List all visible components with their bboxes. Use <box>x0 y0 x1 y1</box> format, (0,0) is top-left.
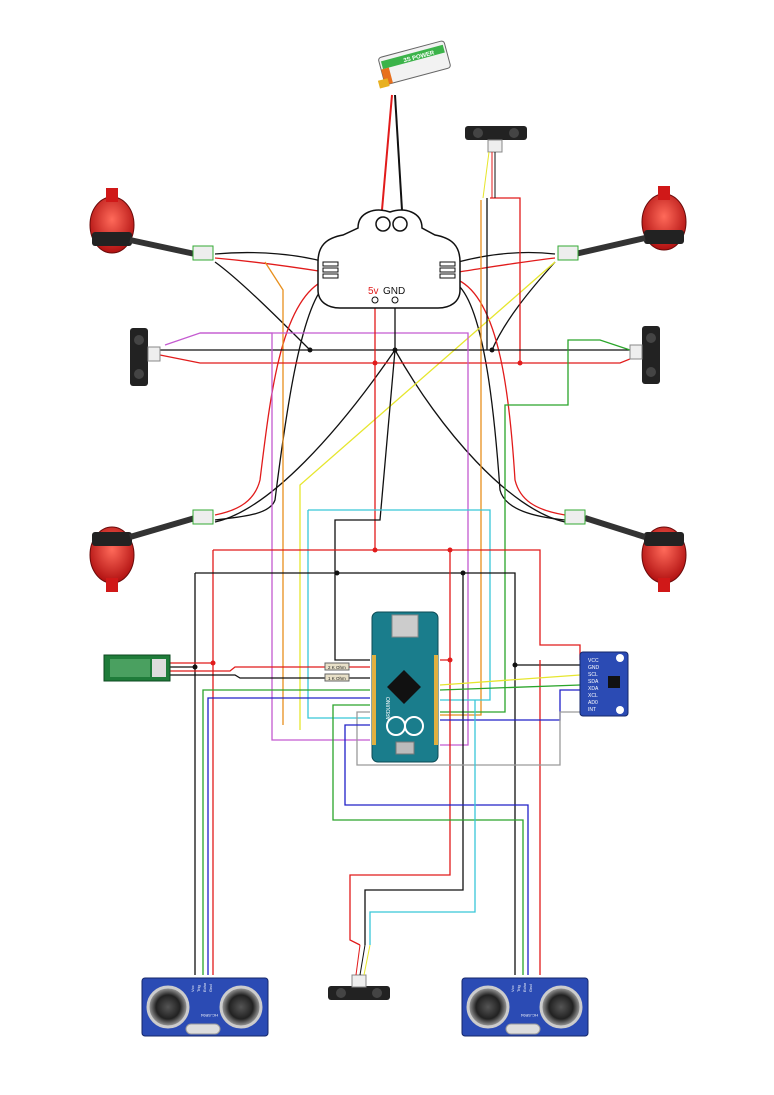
arduino-brand: ARDUINO <box>386 697 392 720</box>
battery-black-wire <box>394 94 403 211</box>
motor-br-wire-red <box>457 279 566 516</box>
sonar-right-pin-echo: Echo <box>522 982 527 992</box>
motor-front-left <box>89 188 214 261</box>
ir-bottom-cyan <box>369 700 476 945</box>
sonar-left-blue <box>207 697 370 975</box>
sonar-left-pin-echo: Echo <box>202 982 207 992</box>
motor-fl-wire-black2 <box>214 261 311 351</box>
motor-br-wire-black <box>457 284 566 521</box>
ir-sensor-bottom <box>328 944 390 1000</box>
cyan-line <box>308 509 491 701</box>
esc-signal-yellow-diag <box>299 261 556 730</box>
ir-sensor-right <box>629 326 660 384</box>
rail-red-down <box>349 660 451 946</box>
sonar-right-pin-vcc: Vcc <box>510 985 515 992</box>
imu-pin-scl: SCL <box>588 672 598 678</box>
motor-bl-wire-black <box>214 284 326 521</box>
esc-front-right <box>557 245 579 261</box>
junction-dot <box>192 664 198 670</box>
junction-dot <box>460 570 466 576</box>
sonar-left-green <box>202 689 370 975</box>
esc-front-left <box>192 245 214 261</box>
imu-pin-sda: SDA <box>588 679 599 685</box>
sonar-right-model: HC-SR04 <box>520 1013 538 1018</box>
junction-dot <box>517 360 523 366</box>
ir-sensor-left <box>130 328 161 386</box>
resistor-1k-label: 1 K Ohm <box>328 676 346 681</box>
cyan-left <box>307 510 370 719</box>
pdb-5v-label: 5v <box>368 286 379 297</box>
resistor-2k-label: 2 K Ohm <box>328 665 346 670</box>
junction-dot <box>334 570 340 576</box>
motor-bl-wire-red <box>214 279 326 516</box>
sonar-right-pin-trig: Trig <box>516 985 521 992</box>
imu-pin-xcl: XCL <box>588 693 598 699</box>
esc-signal-orange <box>264 261 284 725</box>
ir-top-orange <box>440 200 482 716</box>
imu-pin-ad0: AD0 <box>588 700 598 706</box>
resistor-1k: 1 K Ohm <box>324 673 350 682</box>
esc-back-left <box>192 509 214 525</box>
esc-br-to-gnd <box>394 349 566 523</box>
motor-fr-wire-red <box>457 257 556 273</box>
resistor-2k: 2 K Ohm <box>324 662 350 671</box>
sonar-left: Vcc Trig Echo Gnd HC-SR04 <box>141 977 269 1037</box>
bt-rx <box>170 674 370 679</box>
junction-dot <box>210 660 216 666</box>
rail-red-550 <box>213 549 581 660</box>
lipo-battery: 3S POWER <box>377 40 451 89</box>
bt-tx <box>170 666 370 672</box>
junction-dot <box>307 347 313 353</box>
motor-fl-wire-red <box>214 257 326 273</box>
imu-mpu6050: VCC GND SCL SDA XDA XCL AD0 INT <box>579 651 629 717</box>
motor-back-left <box>89 509 214 592</box>
imu-pin-int: INT <box>588 707 596 713</box>
sonar-right: Vcc Trig Echo Gnd HC-SR04 <box>461 977 589 1037</box>
junction-dot <box>392 347 398 353</box>
imu-sda <box>439 684 581 691</box>
bluetooth-module <box>103 654 171 682</box>
ir-top-red <box>490 197 521 363</box>
imu-pin-gnd: GND <box>588 665 600 671</box>
ir-sensor-top <box>465 126 527 199</box>
pdb-gnd-line <box>334 300 396 661</box>
junction-dot <box>447 547 453 553</box>
rail-black-573 <box>195 572 580 666</box>
rail-red-450 <box>440 550 451 661</box>
bus-purple-left <box>200 332 370 741</box>
imu-blue <box>440 689 580 721</box>
power-distribution-board: 5v GND <box>317 209 461 309</box>
rail-black-463 <box>364 573 464 945</box>
imu-pin-vcc: VCC <box>588 658 599 664</box>
sonar-right-blue <box>344 724 529 975</box>
junction-dot <box>512 662 518 668</box>
motor-fr-wire-black2 <box>491 261 556 351</box>
junction-dot <box>447 657 453 663</box>
sonar-right-green <box>332 704 524 975</box>
arduino-micro: ARDUINO <box>371 611 439 763</box>
esc-bl-to-gnd <box>214 349 396 523</box>
pdb-gnd-label: GND <box>383 286 405 297</box>
junction-dot <box>372 360 378 366</box>
ir-right-green <box>440 339 631 713</box>
sonar-left-pin-vcc: Vcc <box>190 985 195 992</box>
esc-back-right <box>564 509 586 525</box>
bus-purple-top <box>164 332 469 746</box>
battery-red-wire <box>381 94 393 211</box>
motor-fr-wire-black <box>457 251 556 263</box>
junction-dot <box>372 547 378 553</box>
imu-pin-xda: XDA <box>588 686 599 692</box>
junction-dot <box>489 347 495 353</box>
motor-fl-wire-black <box>214 251 326 263</box>
sonar-right-pin-gnd: Gnd <box>528 984 533 992</box>
imu-scl <box>439 674 581 686</box>
sonar-left-model: HC-SR04 <box>200 1013 218 1018</box>
motor-back-right <box>564 509 687 592</box>
sonar-left-pin-gnd: Gnd <box>208 984 213 992</box>
motor-front-right <box>557 186 687 261</box>
imu-gray <box>356 711 600 766</box>
sonar-left-pin-trig: Trig <box>196 985 201 992</box>
